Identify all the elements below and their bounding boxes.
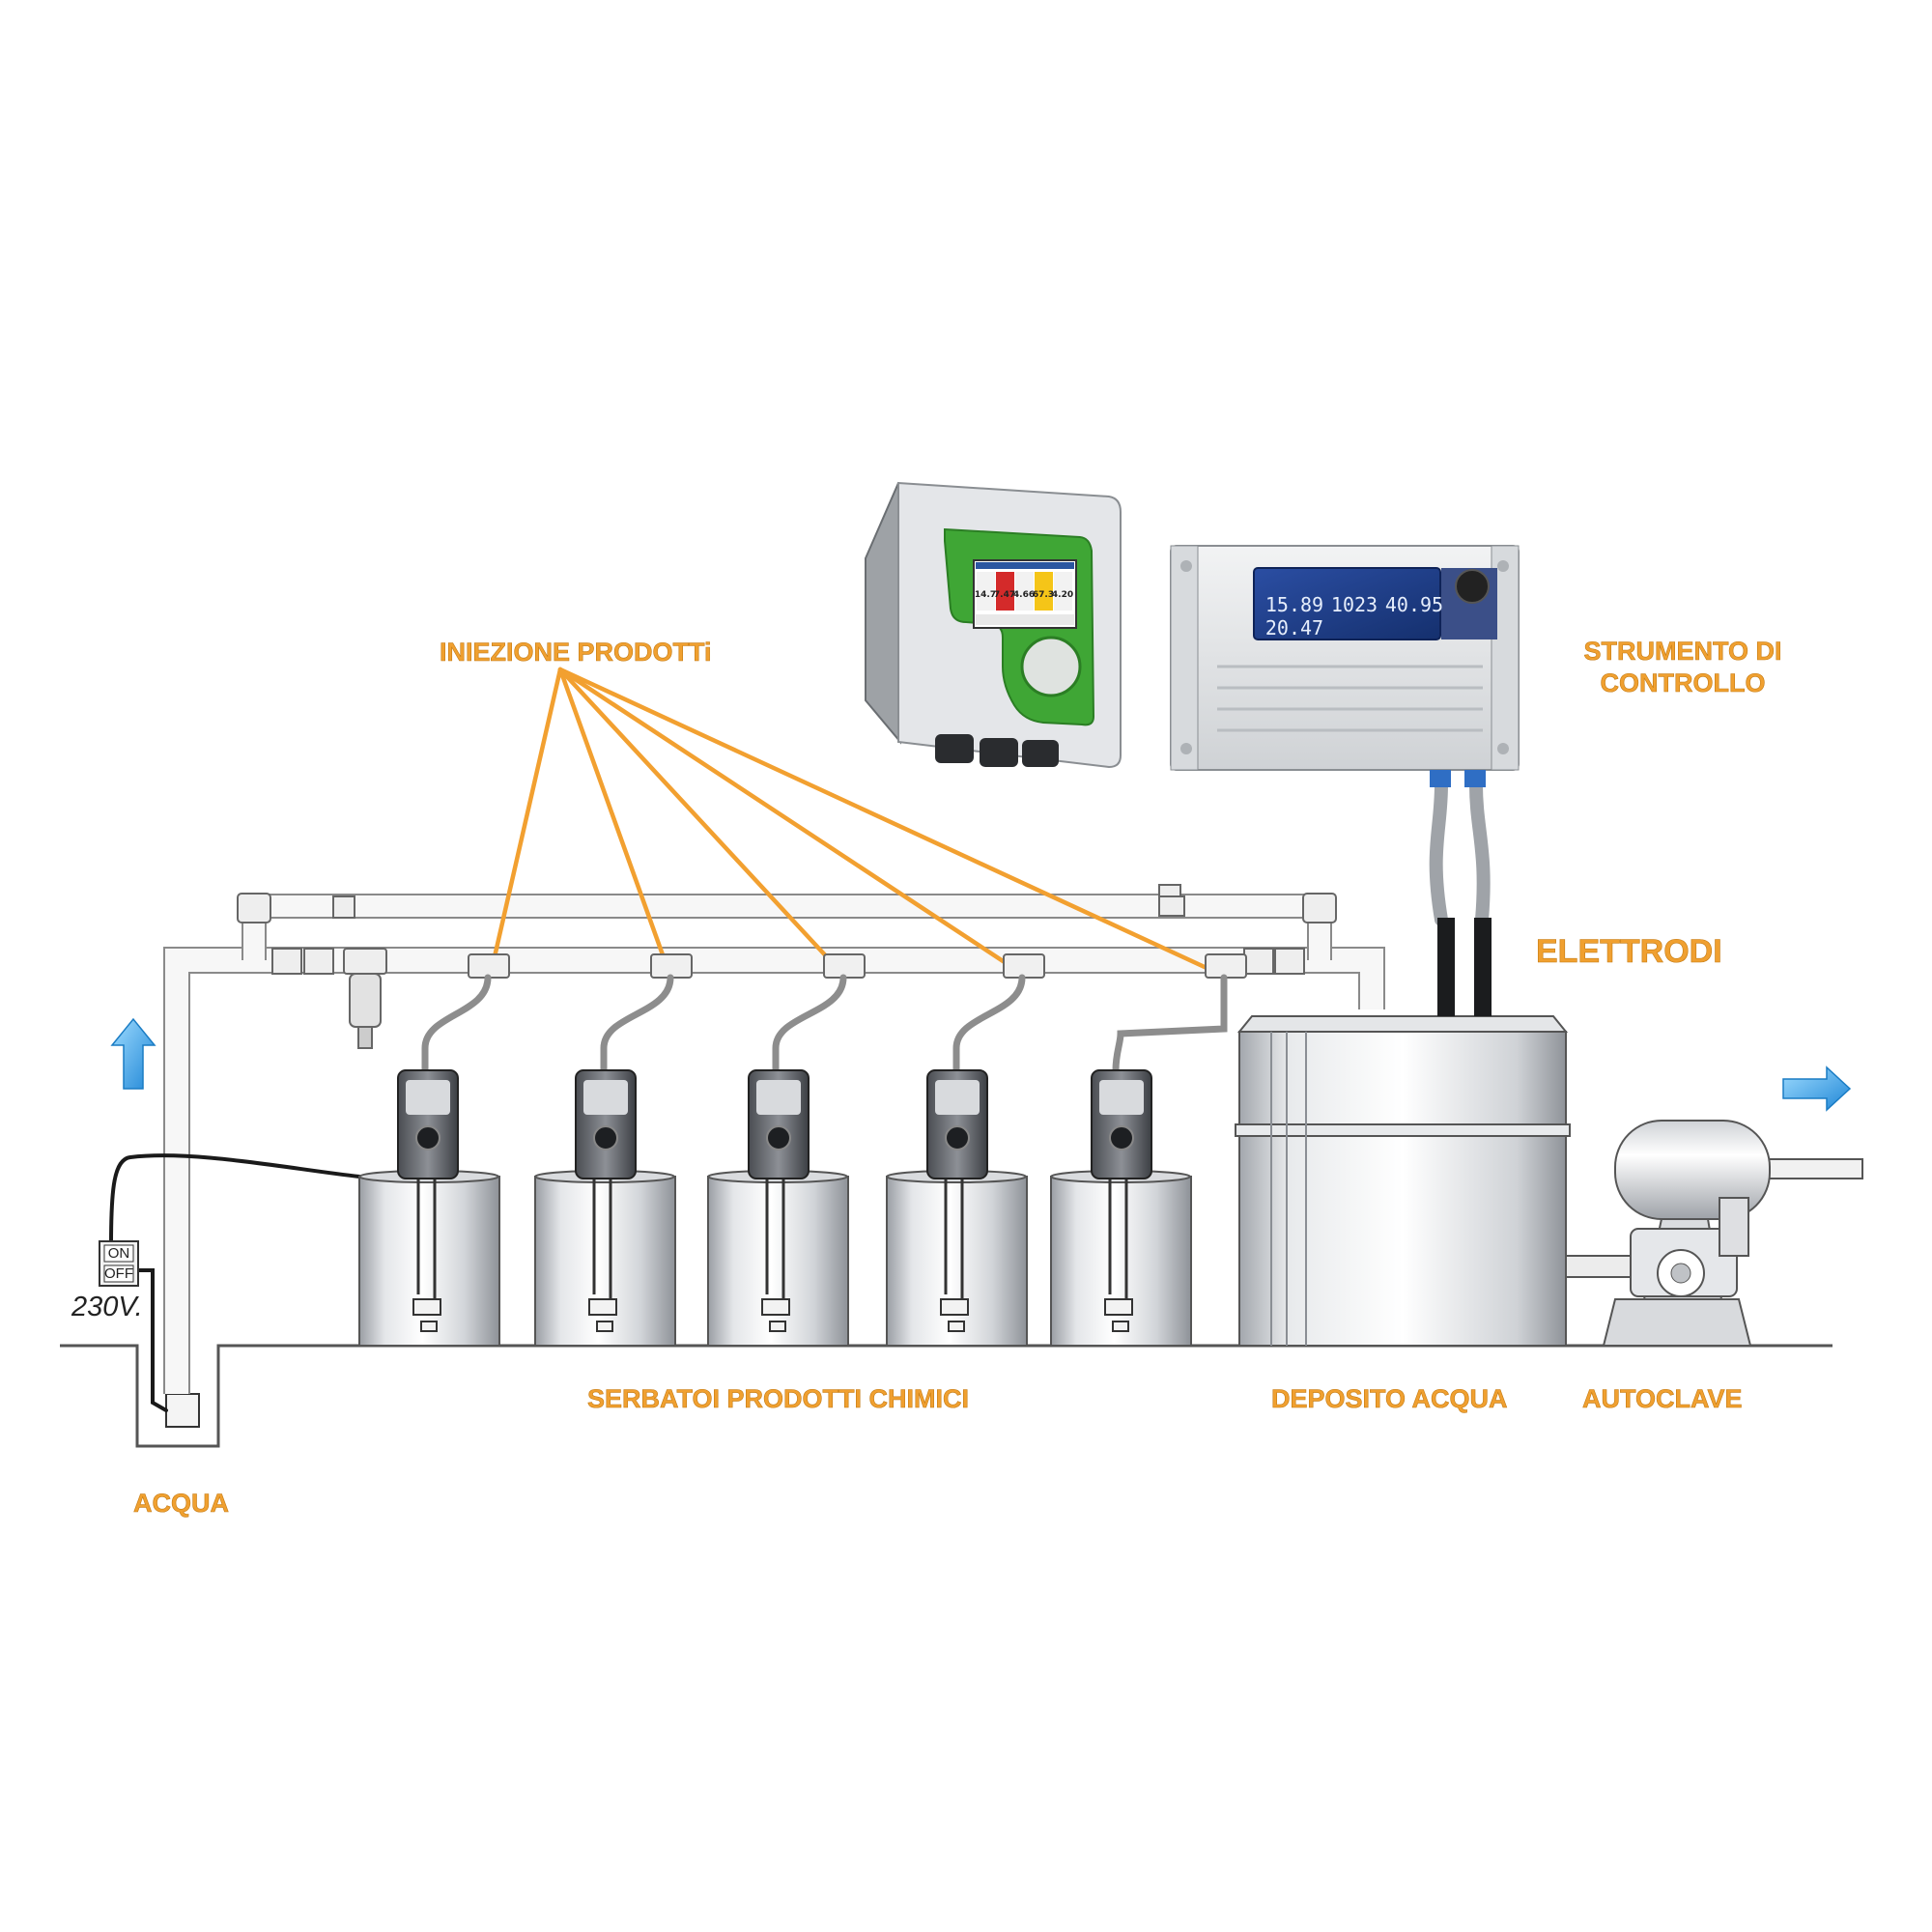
touch-panel-controller: 14.7 7.47 4.66 67.3 4.20 <box>865 481 1122 769</box>
injection-leader-lines <box>488 667 1222 977</box>
voltage-label: 230V. <box>71 1292 143 1322</box>
dosing-pump <box>575 1069 637 1179</box>
knob-icon[interactable] <box>1455 569 1490 604</box>
dosing-pump <box>397 1069 459 1179</box>
dosing-pumps <box>397 1069 1152 1179</box>
panel-reading: 7.47 <box>994 590 1015 600</box>
label-elettrodi: ELETTRODI <box>1536 933 1722 970</box>
power-cable <box>109 1153 361 1412</box>
dosing-pump <box>1091 1069 1152 1179</box>
chemical-tanks <box>358 1170 1192 1347</box>
pipe-fittings <box>237 884 1337 1049</box>
switch-off-label: OFF <box>104 1265 133 1282</box>
autoclave <box>1565 1120 1863 1347</box>
label-iniezione-prodotti: INIEZIONE PRODOTTi <box>440 638 712 667</box>
label-serbatoi: SERBATOI PRODOTTI CHIMICI <box>587 1384 969 1413</box>
chemical-tank <box>358 1170 500 1347</box>
lcd-value-1: 15.89 <box>1265 593 1323 616</box>
panel-reading: 4.20 <box>1052 590 1073 600</box>
chemical-tank <box>707 1170 849 1347</box>
main-pipe <box>163 894 1385 1394</box>
water-storage-tank <box>1235 1015 1571 1347</box>
dosing-pump <box>748 1069 810 1179</box>
foot-valves <box>412 1298 1133 1332</box>
label-autoclave: AUTOCLAVE <box>1582 1384 1743 1413</box>
chemical-tank <box>1050 1170 1192 1347</box>
lcd-display <box>1253 567 1441 640</box>
lcd-value-3: 40.95 <box>1385 593 1443 616</box>
up-arrow-icon <box>110 1017 156 1090</box>
dosing-hoses <box>421 974 1228 1074</box>
panel-reading: 67.3 <box>1033 590 1054 600</box>
lcd-value-4: 20.47 <box>1265 616 1323 639</box>
panel-reading: 4.66 <box>1013 590 1035 600</box>
panel-reading: 14.7 <box>975 590 996 600</box>
label-acqua: ACQUA <box>133 1489 229 1518</box>
dosing-pump <box>926 1069 988 1179</box>
switch-on-label: ON <box>108 1245 130 1262</box>
electrode <box>1474 918 1492 1016</box>
lcd-controller: 15.89 1023 40.95 20.47 <box>1170 545 1520 787</box>
power-switch-icon: ON OFF <box>99 1240 139 1287</box>
chemical-tank <box>534 1170 676 1347</box>
suction-lances <box>416 1169 1128 1299</box>
lcd-value-2: 1023 <box>1331 593 1378 616</box>
panel-dial <box>1020 636 1082 697</box>
chemical-tank <box>886 1170 1028 1347</box>
right-arrow-icon <box>1782 1065 1852 1112</box>
electrode <box>1437 918 1455 1016</box>
well-pump <box>165 1393 200 1428</box>
label-strumento-line2: CONTROLLO <box>1601 668 1766 697</box>
label-strumento-line1: STRUMENTO DI <box>1583 637 1781 666</box>
label-deposito-acqua: DEPOSITO ACQUA <box>1271 1384 1508 1413</box>
electrode-cables <box>1429 778 1492 1016</box>
